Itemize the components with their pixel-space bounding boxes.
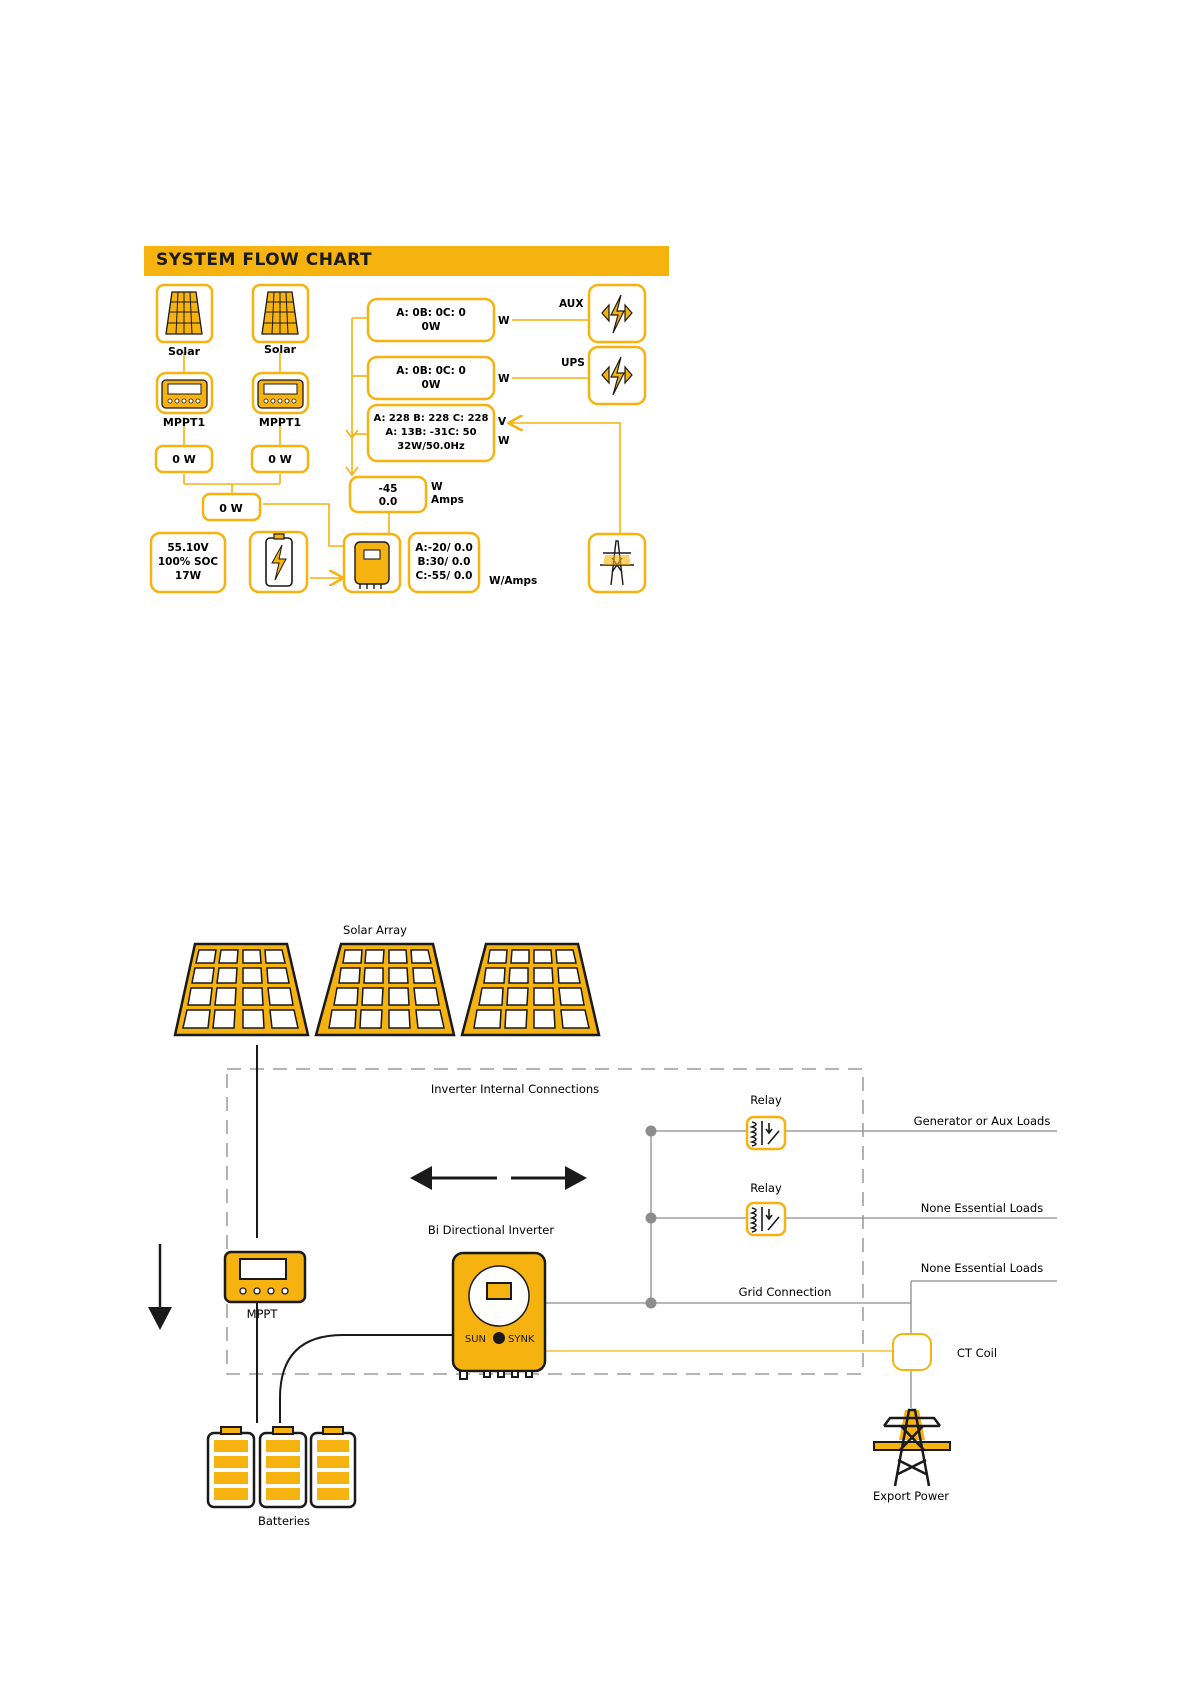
load-value2: 0.0 [379, 496, 398, 508]
battery-power: 17W [175, 570, 202, 582]
mppt1-icon [155, 371, 214, 415]
dc-wiring [256, 1045, 453, 1423]
battery-soc: 100% SOC [158, 556, 219, 568]
brand-left: SUN [465, 1334, 486, 1345]
junction-dots [645, 1125, 657, 1309]
aux-unit: W [498, 315, 510, 327]
bidirectional-arrows-icon [410, 1166, 587, 1190]
load-values-box [348, 475, 428, 514]
non-essential-loads-2-label: None Essential Loads [921, 1261, 1043, 1275]
relay2-label: Relay [750, 1181, 782, 1195]
mppt1-label: MPPT1 [163, 416, 205, 429]
non-essential-loads-1-label: None Essential Loads [921, 1201, 1043, 1215]
export-pylon-icon [873, 1408, 951, 1487]
ups-line2: 0W [422, 379, 441, 391]
flow-chart-title: SYSTEM FLOW CHART [156, 250, 373, 270]
batteries-label: Batteries [258, 1514, 310, 1528]
mppt2-power: 0 W [268, 453, 292, 466]
aux-label: AUX [559, 298, 583, 310]
solar2-icon [251, 283, 310, 344]
mppt1-power-box [154, 444, 214, 474]
flow-connectors [183, 317, 621, 578]
mppt1-power: 0 W [172, 453, 196, 466]
brand-right: SYNK [508, 1334, 535, 1345]
gen-aux-loads-label: Generator or Aux Loads [914, 1114, 1051, 1128]
load-unit1: W [431, 481, 443, 493]
solar1-icon [155, 283, 214, 344]
mppt2-icon [251, 371, 310, 415]
mppt-label: MPPT [247, 1307, 279, 1321]
battery-voltage: 55.10V [167, 542, 209, 554]
aux-line1: A: 0B: 0C: 0 [396, 307, 466, 319]
solar1-label: Solar [168, 345, 201, 358]
ups-line1: A: 0B: 0C: 0 [396, 365, 466, 377]
ups-unit: W [498, 373, 510, 385]
inverter-icon [342, 532, 402, 594]
solar-array-label: Solar Array [343, 923, 407, 937]
ups-label: UPS [561, 357, 585, 369]
mppt-icon [223, 1250, 307, 1304]
relay1-label: Relay [750, 1093, 782, 1107]
inverter-enclosure [226, 1068, 864, 1375]
ct-unit: W/Amps [489, 575, 537, 587]
solar-panel-1-icon [173, 942, 310, 1037]
relay1-icon [745, 1115, 787, 1151]
wiring-diagram: Solar Array Inverter Internal Connection… [148, 923, 1057, 1528]
mppt2-label: MPPT1 [259, 416, 301, 429]
solar-panel-2-icon [314, 942, 456, 1037]
total-pv-power: 0 W [219, 502, 243, 515]
grid-unit-w: W [498, 435, 510, 447]
mppt2-power-box [250, 444, 310, 474]
grid-connection-label: Grid Connection [739, 1285, 832, 1299]
inverter-label: Bi Directional Inverter [428, 1223, 554, 1237]
grid-line2: A: 13B: -31C: 50 [385, 427, 476, 438]
flow-chart-header: SYSTEM FLOW CHART [144, 246, 669, 276]
battery-bank-icon [206, 1426, 357, 1509]
ct-line3: C:-55/ 0.0 [416, 570, 473, 582]
ups-values-box [366, 355, 496, 401]
ups-icon [587, 345, 647, 406]
aux-values-box [366, 297, 496, 343]
aux-line2: 0W [422, 321, 441, 333]
ct-coil-label: CT Coil [957, 1346, 997, 1360]
grid-unit-v: V [498, 416, 507, 428]
grid-values-box [366, 403, 496, 463]
ct-line1: A:-20/ 0.0 [415, 542, 473, 554]
total-pv-power-box [201, 492, 262, 522]
battery-icon [248, 530, 309, 594]
ac-wiring [545, 1130, 1057, 1408]
ct-coil-icon [892, 1333, 932, 1371]
solar-panel-3-icon [460, 942, 601, 1037]
battery-stats-box [149, 531, 227, 594]
grid-line3: 32W/50.0Hz [397, 441, 465, 452]
inverter-icon [451, 1251, 547, 1380]
grid-line1: A: 228 B: 228 C: 228 [374, 413, 489, 424]
ct-line2: B:30/ 0.0 [418, 556, 471, 568]
internal-connections-label: Inverter Internal Connections [431, 1082, 599, 1096]
load-unit2: Amps [431, 494, 464, 506]
ct-values-box [407, 531, 481, 594]
relay2-icon [745, 1201, 787, 1237]
solar2-label: Solar [264, 343, 297, 356]
flow-chart: Solar Solar MPPT1 MPPT1 0 W 0 W 0 W 55.1… [149, 283, 647, 594]
grid-pylon-icon [587, 532, 647, 594]
load-value1: -45 [379, 483, 398, 495]
aux-generator-icon [587, 283, 647, 344]
export-power-label: Export Power [873, 1489, 949, 1503]
down-arrow-icon [148, 1244, 172, 1330]
